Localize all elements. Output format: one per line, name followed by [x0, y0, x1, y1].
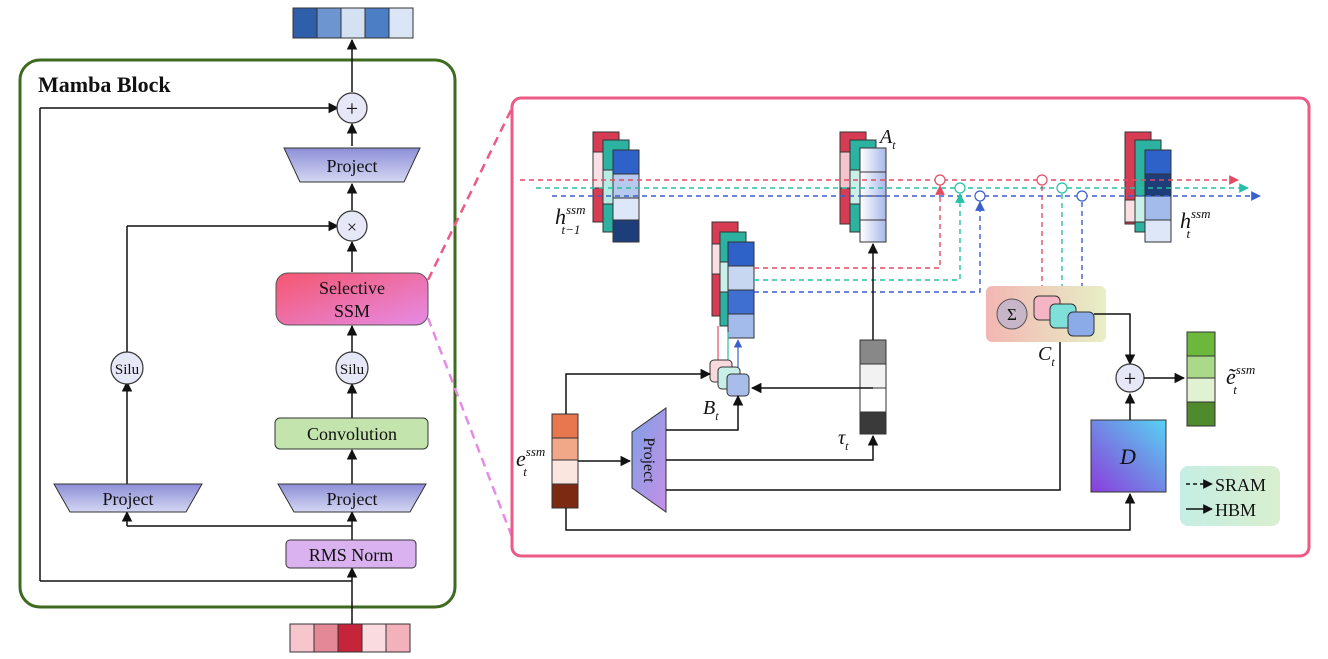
svg-text:Silu: Silu	[115, 362, 140, 378]
zoom-connector-top	[426, 107, 514, 281]
output-vector	[292, 7, 414, 39]
svg-text:Selective: Selective	[319, 278, 385, 298]
silu-right: Silu	[335, 351, 369, 385]
project-in-right: Project	[277, 483, 427, 513]
mamba-block-title: Mamba Block	[38, 72, 171, 97]
svg-text:Σ: Σ	[1007, 305, 1017, 324]
svg-text:Project: Project	[103, 489, 154, 509]
svg-text:+: +	[1124, 366, 1136, 391]
mamba-block: Mamba Block +	[18, 7, 457, 653]
legend-hbm: HBM	[1215, 500, 1256, 520]
convolution-box: Convolution	[274, 417, 429, 450]
a-stack	[839, 131, 887, 243]
legend-sram: SRAM	[1215, 475, 1266, 495]
ssm-detail-frame	[510, 96, 1311, 558]
legend: SRAM HBM	[1180, 466, 1280, 526]
svg-text:+: +	[346, 96, 358, 121]
project-vertical: Project	[631, 407, 667, 513]
d-box: D	[1090, 419, 1167, 493]
add-node: +	[336, 92, 368, 124]
svg-text:Convolution: Convolution	[307, 424, 397, 444]
svg-text:×: ×	[347, 217, 357, 237]
project-out-box: Project	[283, 147, 421, 183]
svg-text:Project: Project	[640, 437, 657, 483]
svg-text:Project: Project	[327, 489, 378, 509]
output-add-node: +	[1115, 363, 1145, 393]
svg-text:SSM: SSM	[334, 301, 370, 321]
b-stack	[711, 221, 755, 339]
e-t-vector	[551, 413, 579, 509]
selective-ssm-box: Selective SSM	[275, 272, 429, 326]
b-t-node	[709, 359, 750, 397]
input-vector	[289, 623, 411, 653]
zoom-connector-bottom	[426, 317, 514, 538]
svg-text:D: D	[1119, 444, 1136, 469]
project-in-left: Project	[53, 483, 203, 513]
b-t-label: Bt	[703, 397, 719, 423]
rms-norm-box: RMS Norm	[285, 539, 417, 569]
h-t-stack	[1124, 131, 1172, 243]
e-out-vector	[1186, 331, 1216, 427]
a-label: At	[878, 126, 896, 152]
h-prev-stack	[592, 131, 640, 243]
tau-vector	[859, 339, 887, 435]
svg-text:RMS Norm: RMS Norm	[309, 545, 394, 565]
silu-left: Silu	[110, 351, 144, 385]
mamba-block-frame	[18, 58, 457, 609]
c-t-label: Ct	[1038, 343, 1055, 369]
c-t-region: Σ	[986, 286, 1106, 342]
svg-text:Silu: Silu	[340, 362, 365, 378]
multiply-node: ×	[336, 210, 368, 242]
svg-text:Project: Project	[327, 156, 378, 176]
tau-label: τt	[838, 427, 849, 453]
